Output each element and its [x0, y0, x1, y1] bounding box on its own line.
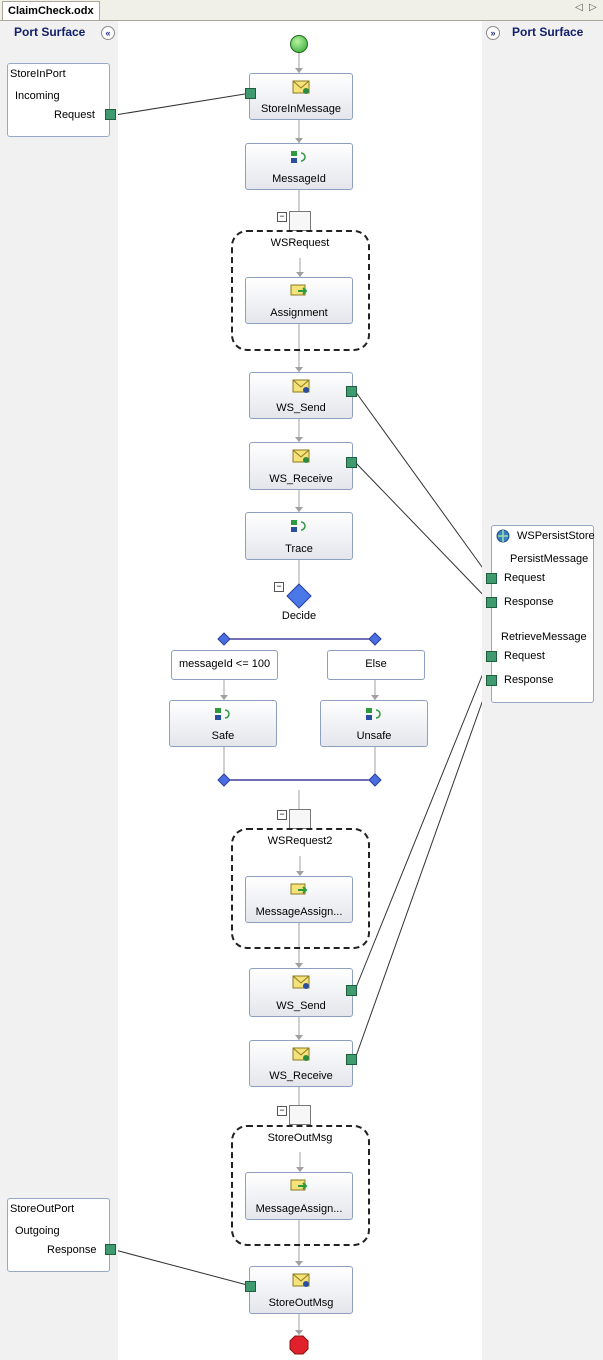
port-connector[interactable] — [105, 109, 116, 120]
port-message: Request — [504, 650, 545, 662]
start-shape[interactable] — [290, 35, 308, 53]
assignment-shape[interactable]: Assignment — [245, 277, 353, 324]
shape-connector[interactable] — [346, 386, 357, 397]
left-port-surface: Port Surface « — [0, 21, 118, 1360]
right-surface-title: Port Surface — [512, 25, 584, 39]
scope-label: StoreOutMsg — [267, 1132, 333, 1144]
collapse-left-icon[interactable]: « — [101, 26, 115, 40]
branch-else[interactable]: Else — [327, 650, 425, 680]
scroll-right-icon[interactable]: ▷ — [589, 2, 597, 13]
receive-shape-ws-receive[interactable]: WS_Receive — [249, 442, 353, 490]
assignment-shape[interactable]: MessageAssign... — [245, 1172, 353, 1220]
construct-message-icon — [289, 211, 311, 231]
scroll-left-icon[interactable]: ◁ — [575, 2, 583, 13]
send-shape-ws-send[interactable]: WS_Send — [249, 968, 353, 1017]
send-shape-ws-send[interactable]: WS_Send — [249, 372, 353, 419]
scope-label: WSRequest2 — [267, 835, 333, 847]
construct-message-icon — [289, 809, 311, 829]
decide-diamond-icon[interactable] — [286, 583, 312, 609]
port-message: Response — [504, 596, 554, 608]
port-name: WSPersistStore — [517, 530, 595, 542]
end-shape-icon[interactable] — [289, 1335, 309, 1355]
port-connector[interactable] — [105, 1244, 116, 1255]
message-assignment-icon — [290, 883, 308, 895]
send-envelope-icon — [292, 1273, 310, 1287]
left-surface-title: Port Surface — [14, 25, 86, 39]
port-name: StoreInPort — [10, 68, 66, 80]
port-storeinport[interactable]: StoreInPort Incoming Request — [7, 63, 110, 137]
collapse-icon[interactable]: − — [277, 212, 287, 222]
expression-shape-unsafe[interactable]: Unsafe — [320, 700, 428, 747]
collapse-icon[interactable]: − — [277, 1106, 287, 1116]
shape-connector[interactable] — [245, 1281, 256, 1292]
receive-envelope-icon — [292, 449, 310, 463]
assignment-shape[interactable]: MessageAssign... — [245, 876, 353, 923]
receive-envelope-icon — [292, 1047, 310, 1061]
scope-label: WSRequest — [270, 237, 330, 249]
send-envelope-icon — [292, 379, 310, 393]
port-message: Request — [54, 109, 95, 121]
port-message: Response — [47, 1244, 97, 1256]
construct-message-scope[interactable] — [231, 230, 370, 351]
port-storeoutport[interactable]: StoreOutPort Outgoing Response — [7, 1198, 110, 1272]
shape-connector[interactable] — [346, 1054, 357, 1065]
port-operation: Outgoing — [15, 1225, 60, 1237]
expression-icon — [291, 151, 306, 163]
port-message: Request — [504, 572, 545, 584]
send-envelope-icon — [292, 975, 310, 989]
message-assignment-icon — [290, 1179, 308, 1191]
port-connector[interactable] — [486, 597, 497, 608]
expression-shape-safe[interactable]: Safe — [169, 700, 277, 747]
send-shape-storeoutmsg[interactable]: StoreOutMsg — [249, 1266, 353, 1314]
construct-message-scope[interactable] — [231, 828, 370, 949]
collapse-icon[interactable]: − — [274, 582, 284, 592]
tab-claimcheck[interactable]: ClaimCheck.odx — [2, 1, 100, 20]
port-connector[interactable] — [486, 675, 497, 686]
port-operation: RetrieveMessage — [501, 631, 587, 643]
receive-shape-storeinmessage[interactable]: StoreInMessage — [249, 73, 353, 120]
expand-right-icon[interactable]: » — [486, 26, 500, 40]
web-port-icon — [494, 528, 512, 544]
message-assignment-icon — [290, 284, 308, 296]
receive-shape-ws-receive[interactable]: WS_Receive — [249, 1040, 353, 1087]
port-operation: Incoming — [15, 90, 60, 102]
port-operation: PersistMessage — [510, 553, 589, 565]
port-message: Response — [504, 674, 554, 686]
shape-connector[interactable] — [346, 985, 357, 996]
expression-icon — [366, 708, 381, 720]
port-name: StoreOutPort — [10, 1203, 75, 1215]
document-tab-bar: ClaimCheck.odx ◁ ▷ — [0, 0, 603, 21]
construct-message-scope[interactable] — [231, 1125, 370, 1246]
expression-icon — [291, 520, 306, 532]
shape-connector[interactable] — [245, 88, 256, 99]
construct-message-icon — [289, 1105, 311, 1125]
port-connector[interactable] — [486, 573, 497, 584]
expression-shape-trace[interactable]: Trace — [245, 512, 353, 560]
shape-connector[interactable] — [346, 457, 357, 468]
expression-icon — [215, 708, 230, 720]
port-wspersiststore[interactable]: WSPersistStore PersistMessage Request Re… — [491, 525, 595, 703]
branch-rule-messageid[interactable]: messageId <= 100 — [171, 650, 278, 680]
decide-label: Decide — [281, 610, 317, 622]
receive-envelope-icon — [292, 80, 310, 94]
collapse-icon[interactable]: − — [277, 810, 287, 820]
expression-shape-messageid[interactable]: MessageId — [245, 143, 353, 190]
port-connector[interactable] — [486, 651, 497, 662]
